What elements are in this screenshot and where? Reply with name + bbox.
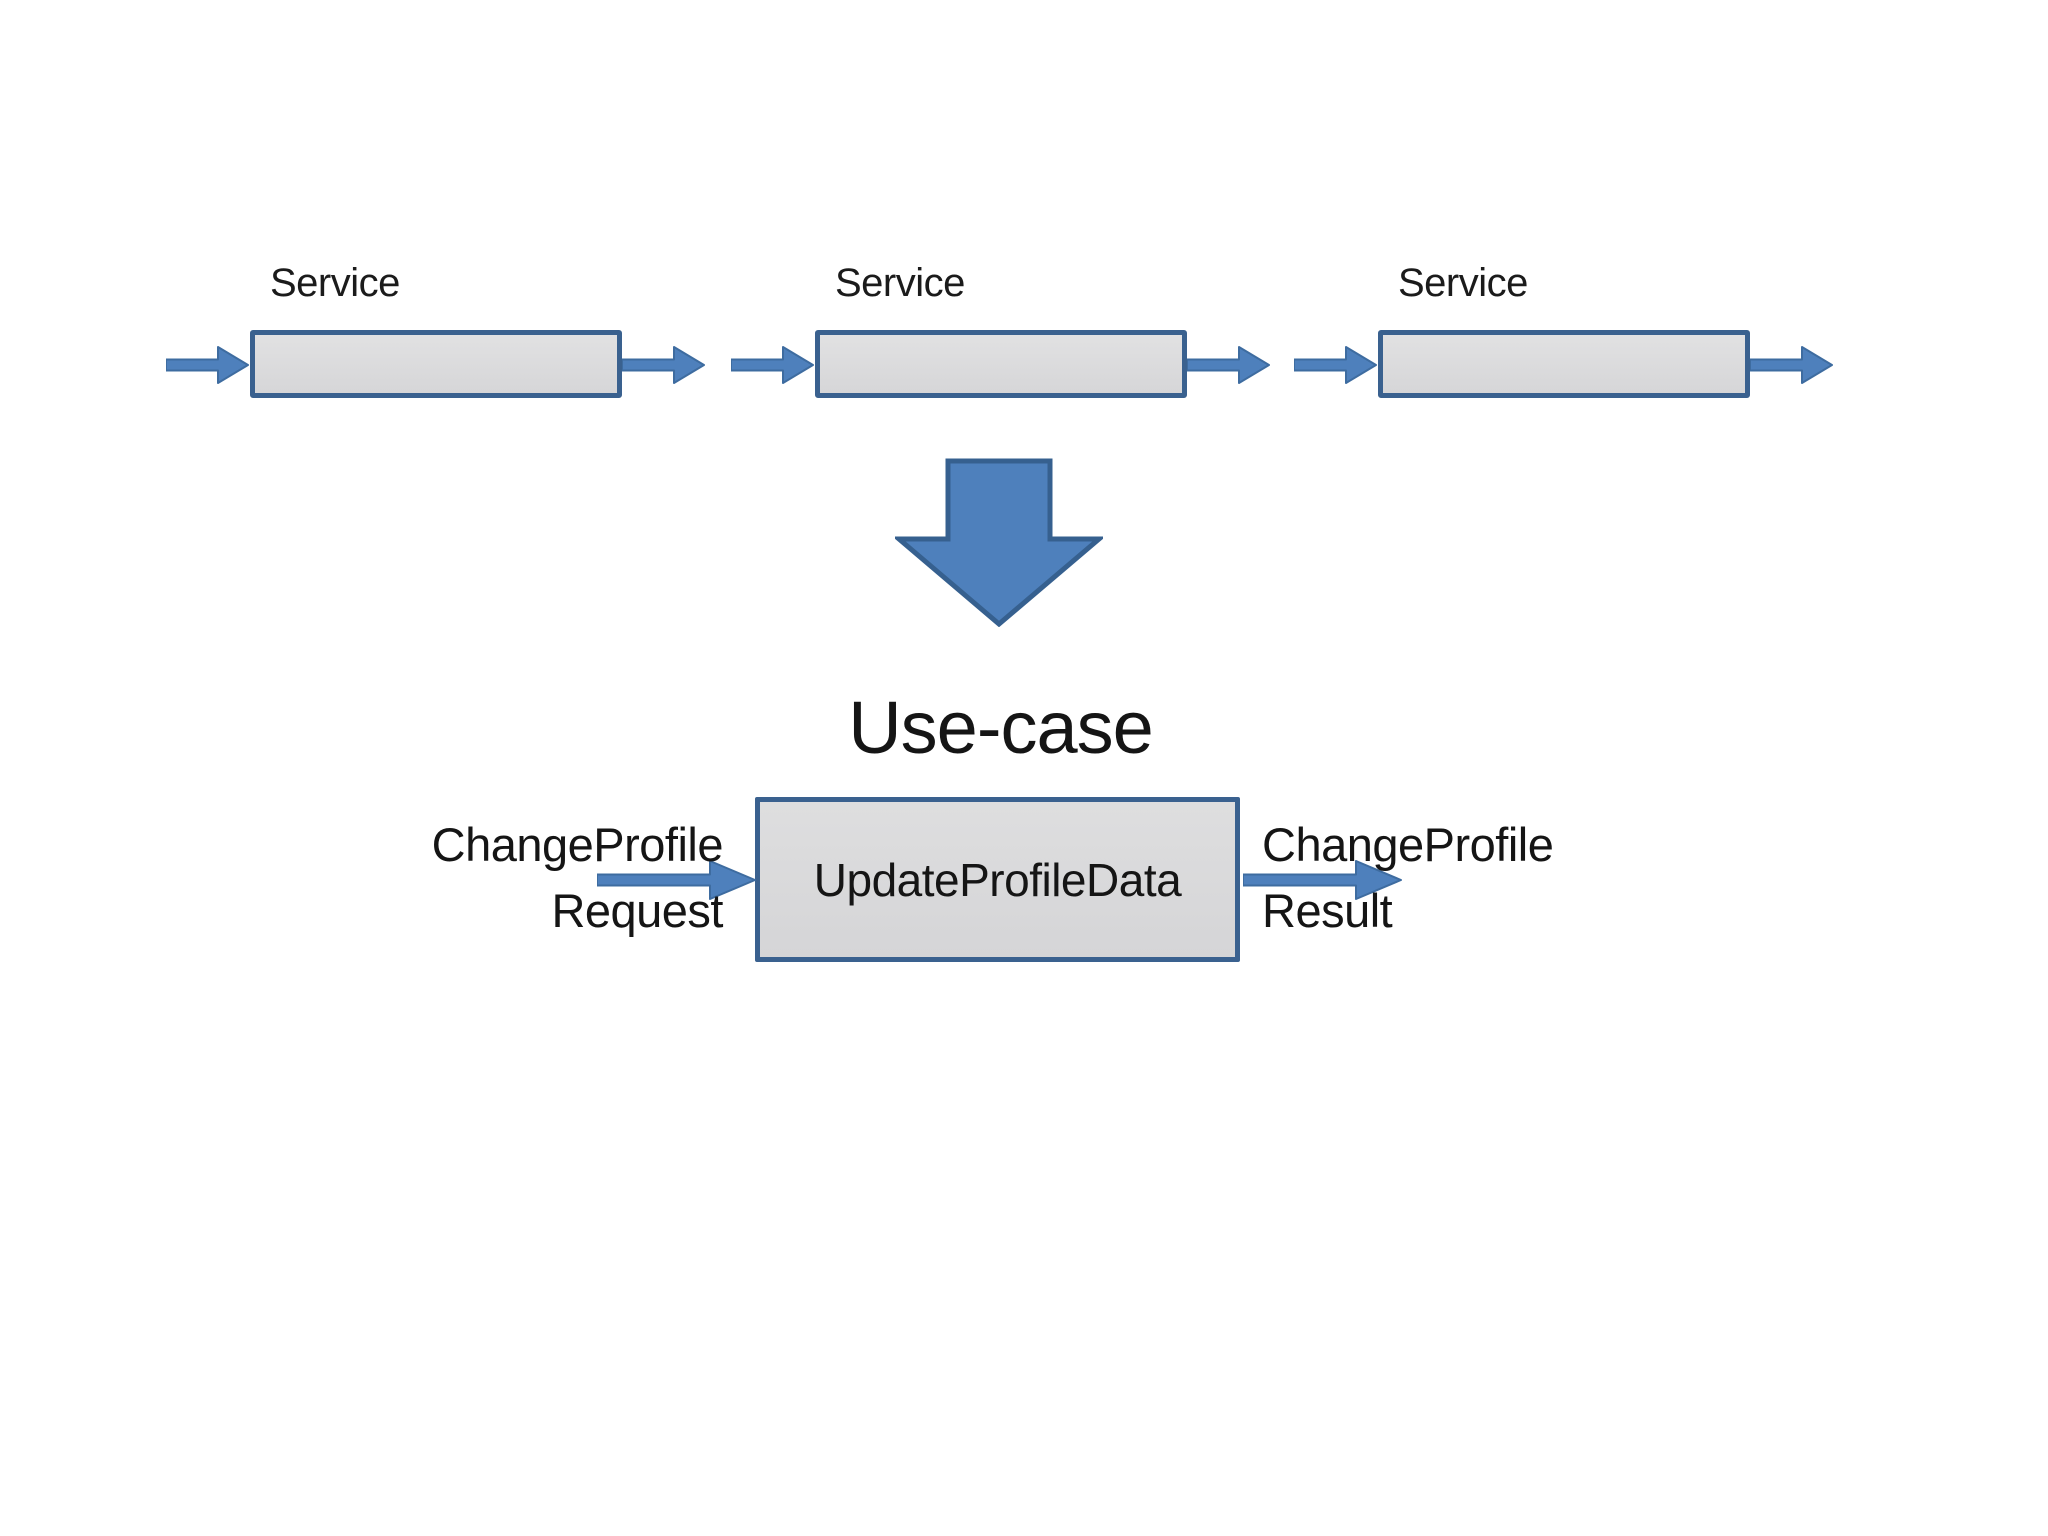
service-label: Service xyxy=(835,261,965,305)
output-label-line1: ChangeProfile xyxy=(1262,818,1554,871)
service-label: Service xyxy=(1398,261,1528,305)
use-case-title: Use-case xyxy=(848,686,1154,769)
service-box xyxy=(250,330,622,398)
arrow-right-icon xyxy=(1294,346,1377,384)
output-label-line2: Result xyxy=(1262,884,1393,937)
arrow-right-icon xyxy=(166,346,249,384)
arrow-right-icon xyxy=(1187,346,1270,384)
arrow-right-icon xyxy=(1750,346,1833,384)
arrow-right-icon xyxy=(622,346,705,384)
arrow-right-icon xyxy=(731,346,814,384)
input-label: ChangeProfile Request xyxy=(360,812,724,944)
input-label-line1: ChangeProfile xyxy=(431,818,724,871)
arrow-right-icon xyxy=(1243,860,1402,900)
service-label: Service xyxy=(270,261,400,305)
output-label: ChangeProfile Result xyxy=(1262,812,1692,944)
arrow-down-icon xyxy=(895,458,1103,627)
service-box xyxy=(815,330,1187,398)
arrow-right-icon xyxy=(597,860,756,900)
use-case-box-label: UpdateProfileData xyxy=(813,853,1182,906)
input-label-line2: Request xyxy=(551,884,723,937)
use-case-box: UpdateProfileData xyxy=(755,797,1240,962)
service-box xyxy=(1378,330,1750,398)
